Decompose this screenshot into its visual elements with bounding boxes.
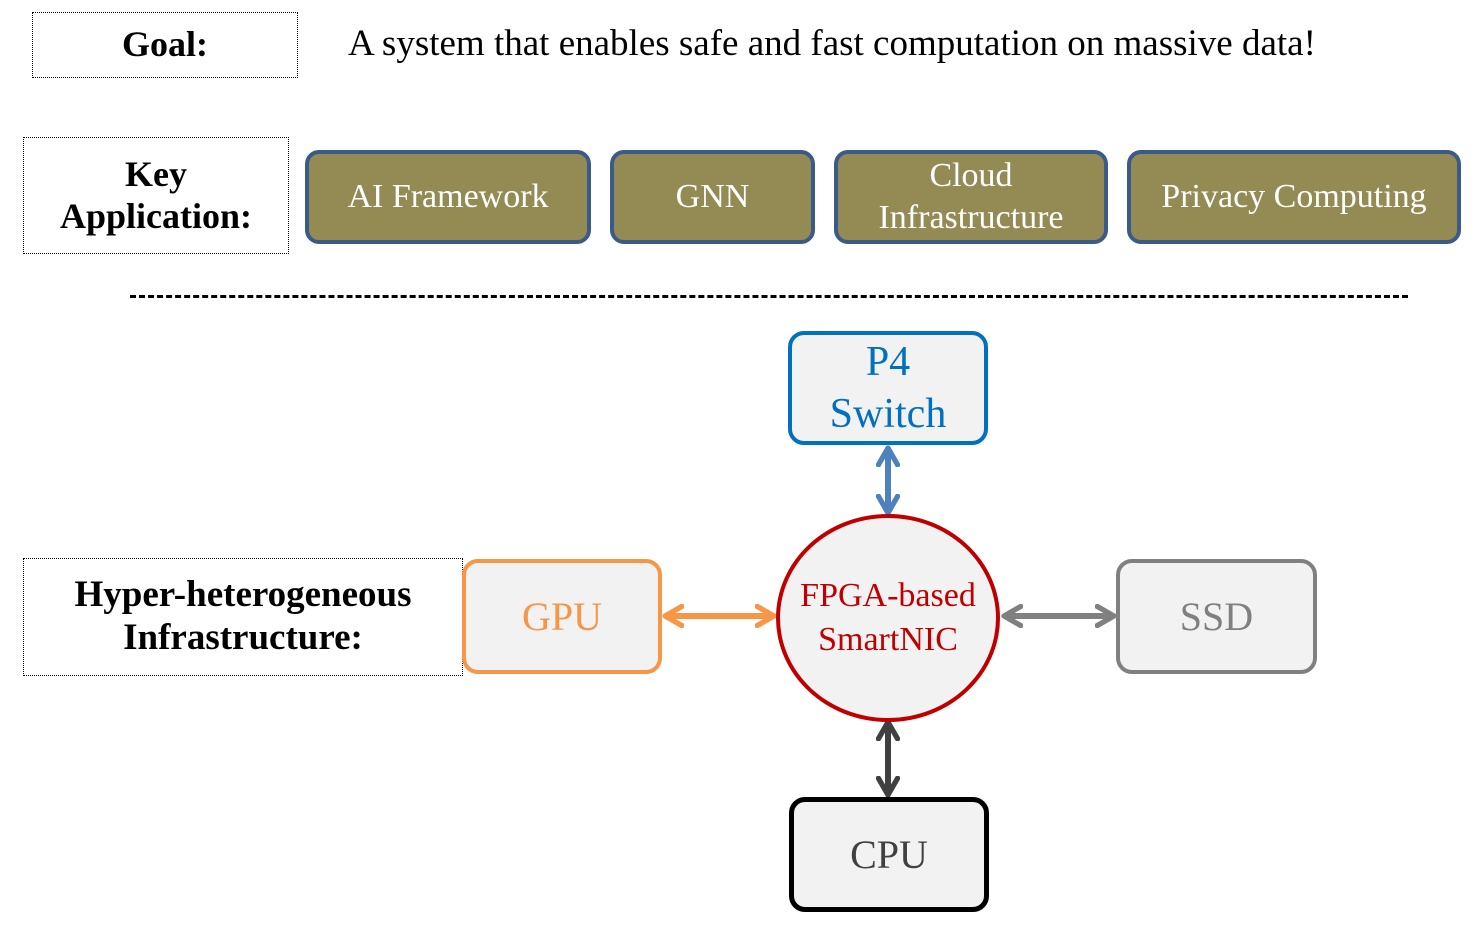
goal-label: Goal: bbox=[122, 24, 208, 65]
node-gpu-label: GPU bbox=[521, 593, 603, 639]
app-gnn: GNN bbox=[610, 150, 815, 244]
node-cpu-label: CPU bbox=[850, 831, 928, 877]
node-gpu: GPU bbox=[462, 559, 662, 674]
app-ai-framework: AI Framework bbox=[305, 150, 591, 244]
node-fpga-smartnic: FPGA-based SmartNIC bbox=[776, 514, 1000, 722]
key-application-label-line2: Application: bbox=[59, 195, 253, 236]
infrastructure-label-line2: Infrastructure: bbox=[123, 617, 363, 658]
key-application-label-line1: Key bbox=[125, 154, 187, 195]
goal-label-box: Goal: bbox=[32, 12, 298, 78]
node-p4-switch-line2: Switch bbox=[829, 391, 947, 437]
key-application-label-box: Key Application: bbox=[23, 137, 289, 254]
node-p4-switch-line1: P4 bbox=[865, 338, 911, 385]
app-label: GNN bbox=[675, 177, 750, 215]
app-cloud-infrastructure: Cloud Infrastructure bbox=[834, 150, 1108, 244]
node-ssd-label: SSD bbox=[1179, 593, 1254, 639]
section-divider bbox=[130, 295, 1408, 298]
app-label-line1: Cloud bbox=[929, 156, 1013, 194]
node-cpu: CPU bbox=[789, 797, 989, 912]
app-label: Privacy Computing bbox=[1161, 177, 1427, 215]
node-smartnic-line2: SmartNIC bbox=[818, 621, 958, 658]
app-privacy-computing: Privacy Computing bbox=[1127, 150, 1461, 244]
app-label: AI Framework bbox=[347, 177, 549, 215]
node-smartnic-line1: FPGA-based bbox=[800, 576, 976, 614]
node-p4-switch: P4 Switch bbox=[788, 331, 988, 445]
infrastructure-label-box: Hyper-heterogeneous Infrastructure: bbox=[23, 558, 463, 676]
node-ssd: SSD bbox=[1116, 559, 1317, 674]
goal-text: A system that enables safe and fast comp… bbox=[348, 23, 1316, 64]
app-label-line2: Infrastructure bbox=[878, 199, 1064, 236]
infrastructure-label-line1: Hyper-heterogeneous bbox=[74, 574, 412, 616]
